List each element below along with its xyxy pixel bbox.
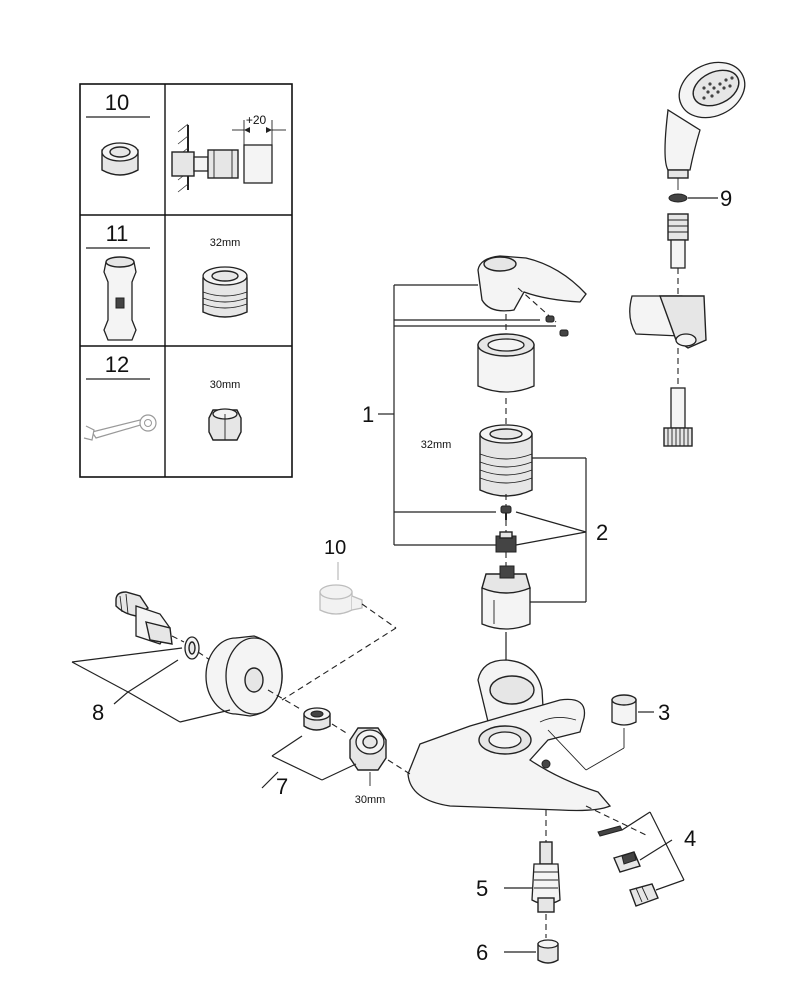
table-row-number: 10 — [105, 90, 129, 115]
callout-3: 3 — [658, 700, 670, 725]
shower-hose-bottom — [663, 387, 693, 447]
bracket-1: 1 — [362, 284, 556, 546]
table-row-number: 12 — [105, 352, 129, 377]
callout-8: 8 — [92, 700, 104, 725]
callout-1: 1 — [362, 402, 374, 427]
shower-hose-top — [667, 213, 689, 269]
bracket-2: 2 — [515, 457, 608, 603]
handle-cap-sleeve — [477, 333, 535, 393]
mixing-cartridge — [481, 565, 531, 630]
stop-screw — [500, 505, 512, 520]
callout-6: 6 — [476, 940, 488, 965]
callout-2: 2 — [596, 520, 608, 545]
callout-4: 4 — [684, 826, 696, 851]
hex-nut-dimension: 30mm — [355, 794, 386, 806]
lever-handle — [477, 255, 587, 337]
table-row: 10 — [86, 90, 286, 193]
callout-10: 10 — [324, 537, 346, 559]
cartridge-nut-icon — [202, 266, 248, 318]
part-6-insert: 6 — [476, 914, 559, 965]
spare-parts-table: 10 — [79, 83, 293, 478]
part-8-s-union: 8 — [71, 591, 283, 725]
cartridge-nut-dimension: 32mm — [421, 439, 452, 451]
hex-nut — [349, 727, 387, 771]
callout-5: 5 — [476, 876, 488, 901]
hand-shower-set: 9 — [629, 61, 746, 447]
part-3-cap: 3 — [547, 694, 670, 771]
mixer-body — [407, 659, 612, 812]
extension-install-drawing — [171, 120, 286, 193]
table-row-number: 11 — [106, 221, 129, 246]
set-screw — [559, 329, 569, 337]
shower-holder — [629, 295, 707, 349]
cartridge-nut — [479, 424, 533, 497]
wall-cover-rosette — [205, 635, 283, 717]
part-5-diverter: 5 — [476, 810, 561, 913]
part-7-connector: 7 30mm — [261, 689, 411, 806]
cartridge-nut-size-label: 32mm — [210, 237, 241, 249]
table-row: 11 32mm — [86, 221, 248, 341]
table-row: 12 30mm — [83, 352, 242, 441]
adapter-piece — [495, 531, 517, 553]
callout-7: 7 — [276, 774, 288, 799]
extension-piece-icon — [101, 142, 139, 176]
shower-washer — [668, 193, 688, 203]
hand-shower-head — [664, 61, 746, 179]
set-screw — [545, 315, 555, 323]
hex-nut-icon — [208, 408, 242, 441]
socket-wrench-icon — [103, 256, 137, 341]
part-4-aerator: 4 — [585, 805, 696, 907]
spanner-icon — [83, 414, 157, 441]
part-10-extension: 10 — [281, 537, 397, 701]
extension-dimension-label: +20 — [246, 113, 267, 127]
hex-nut-size-label: 30mm — [210, 379, 241, 391]
callout-9: 9 — [720, 186, 732, 211]
